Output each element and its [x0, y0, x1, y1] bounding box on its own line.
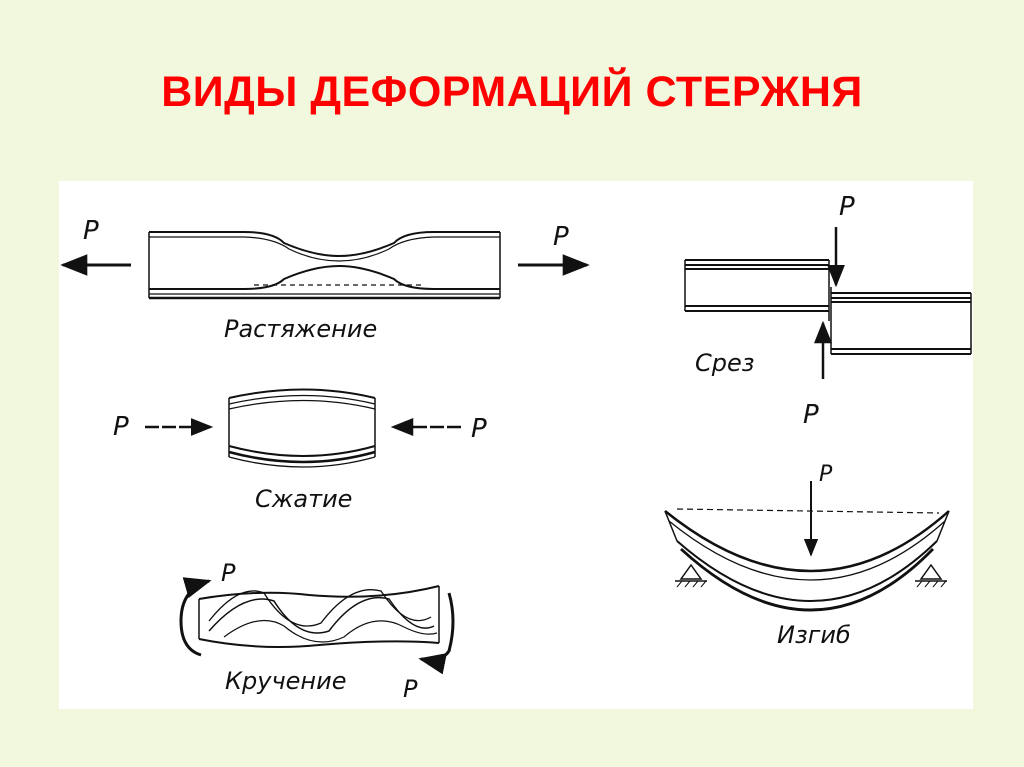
compression-force-label-right: P	[471, 414, 487, 444]
tension-force-label-right: P	[553, 222, 569, 252]
torsion-label: Кручение	[225, 667, 346, 695]
compression-label: Сжатие	[255, 485, 352, 513]
torsion-force-label-bottom: P	[403, 675, 418, 703]
tension-bar	[149, 231, 500, 258]
shear-bar-left	[685, 259, 829, 312]
bending-label: Изгиб	[777, 621, 851, 649]
shear-force-label: P	[839, 192, 855, 222]
bending-force-label-inner: P	[819, 462, 833, 487]
figure-panel: P P Растяжение P P Сжатие P P Кручение	[59, 181, 973, 709]
bending-support-right	[915, 563, 947, 588]
compression-bar	[228, 388, 376, 399]
bending-force-label-top: P	[803, 400, 819, 430]
bending-neutral-line	[676, 508, 940, 514]
torsion-figure	[179, 577, 455, 675]
torsion-force-label-top: P	[221, 559, 236, 587]
tension-force-label-left: P	[83, 216, 99, 246]
torsion-bar	[198, 585, 440, 600]
shear-bar-right	[831, 292, 971, 355]
bending-support-left	[675, 563, 707, 588]
bending-beam	[664, 510, 950, 573]
shear-figure	[684, 227, 972, 379]
slide-title: ВИДЫ ДЕФОРМАЦИЙ СТЕРЖНЯ	[161, 68, 863, 116]
tension-label: Растяжение	[224, 315, 377, 343]
bending-figure	[664, 481, 950, 612]
torsion-moment-arrow-right	[418, 592, 455, 675]
tension-figure	[60, 231, 590, 300]
compression-figure	[145, 388, 461, 468]
deformation-diagram: P P Растяжение P P Сжатие P P Кручение	[60, 192, 972, 703]
shear-label: Срез	[695, 349, 755, 377]
torsion-moment-arrow-left	[179, 577, 212, 657]
compression-force-label-left: P	[113, 412, 129, 442]
